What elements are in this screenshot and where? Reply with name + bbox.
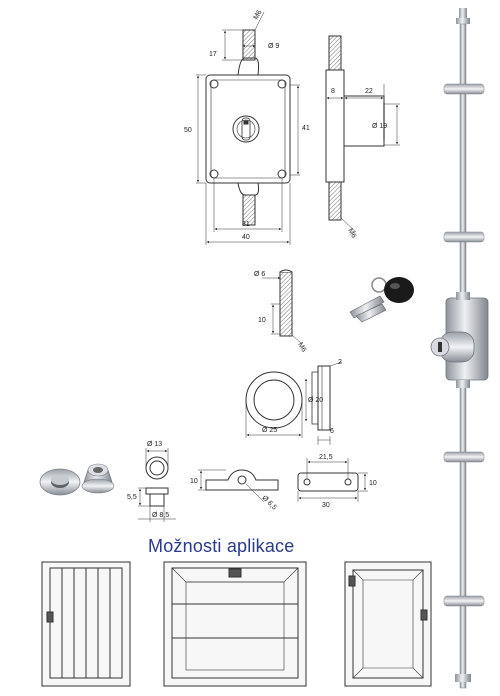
dim-8: 8	[331, 88, 335, 95]
dim-guide-d65: Ø 6,5	[261, 494, 278, 511]
cabinet-application-1	[41, 561, 131, 687]
dim-rod-m6: M6	[296, 342, 307, 354]
grommet-drawing	[145, 456, 169, 507]
cabinet-application-2	[163, 561, 307, 687]
dim-22: 22	[365, 88, 373, 95]
dim-41: 41	[302, 125, 310, 132]
dim-d9: Ø 9	[268, 43, 279, 50]
dim-17: 17	[209, 51, 217, 58]
dim-m6-side: M6	[346, 228, 357, 240]
espagnolette-rod-photo	[430, 8, 489, 689]
dim-d19: Ø 19	[372, 123, 387, 130]
dim-guide-10: 10	[190, 478, 198, 485]
dim-50: 50	[184, 127, 192, 134]
lock-side-dimensions	[326, 84, 400, 233]
grommet-photo	[39, 463, 115, 496]
dim-grommet-d85: Ø 8,5	[152, 512, 169, 519]
dim-grommet-55: 5,5	[127, 494, 137, 501]
plate-dimensions	[297, 458, 368, 502]
dim-rosette-2: 2	[338, 359, 342, 366]
dim-plate-30: 30	[322, 502, 330, 509]
lock-front-dimensions	[196, 11, 300, 245]
threaded-rod-dimensions	[262, 276, 303, 345]
lock-side-view	[325, 35, 385, 221]
application-heading: Možnosti aplikace	[148, 536, 295, 556]
key-icon	[349, 277, 414, 323]
threaded-rod-detail	[279, 269, 293, 337]
cabinet-application-3	[344, 561, 432, 687]
dim-rod-10: 10	[258, 317, 266, 324]
dim-rod-d6: Ø 6	[254, 271, 265, 278]
dim-rosette-d20: Ø 20	[308, 397, 323, 404]
dim-40: 40	[242, 234, 250, 241]
dim-grommet-d13: Ø 13	[147, 441, 162, 448]
dim-plate-10: 10	[369, 480, 377, 487]
dim-m6-top: M6	[253, 9, 264, 21]
dim-31: 31	[242, 221, 250, 228]
guide-drawing	[205, 469, 279, 491]
rosette-dimensions	[245, 361, 343, 445]
guide-dimensions	[198, 469, 265, 503]
grommet-dimensions	[138, 448, 176, 522]
dim-rosette-6: 6	[330, 428, 334, 435]
lock-front-view	[205, 29, 291, 226]
dim-plate-215: 21,5	[319, 454, 333, 461]
dim-rosette-d25: Ø 25	[262, 427, 277, 434]
